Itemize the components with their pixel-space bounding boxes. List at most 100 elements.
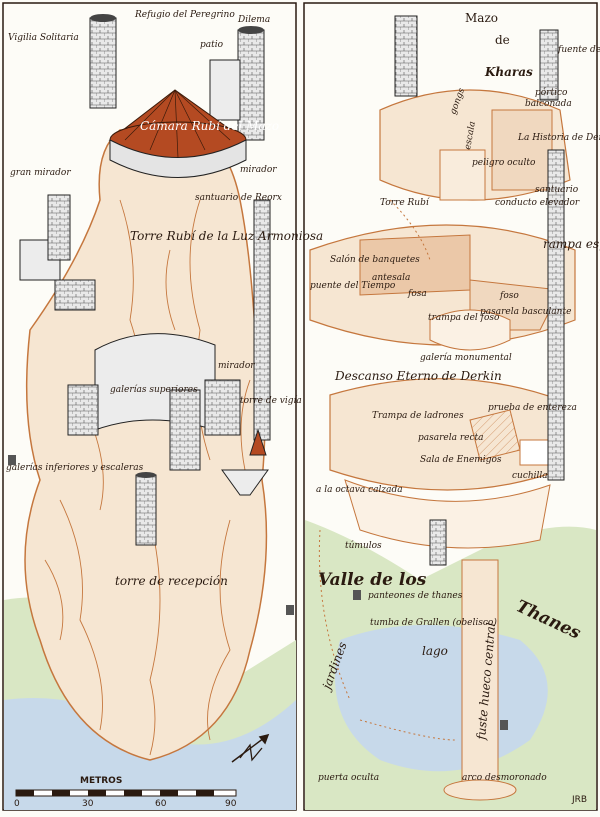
historia-room <box>491 109 553 191</box>
dilema-tower <box>237 29 265 141</box>
label-patio: patio <box>200 40 224 50</box>
label-galeria-monumental: galería monumental <box>420 352 512 363</box>
svg-text:Cámara Rubí del Mazo: Cámara Rubí del Mazo <box>140 119 279 133</box>
label-portico: pórtico <box>535 87 568 98</box>
svg-text:peligro oculto: peligro oculto <box>472 158 536 168</box>
label-puente: puente del Tiempo <box>310 281 396 291</box>
right-panel: Mazo de Kharas fuente del manantial pórt… <box>305 11 600 810</box>
svg-text:torre de vigía: torre de vigía <box>240 395 302 406</box>
label-salon: Salón de banquetes <box>330 254 420 265</box>
left-panel: Vigilia Solitaria Refugio del Peregrino … <box>4 10 323 810</box>
label-foso: foso <box>499 291 519 301</box>
svg-text:conducto elevador: conducto elevador <box>495 198 580 208</box>
scale-tick-0: 0 <box>14 799 20 809</box>
peligro-room <box>439 149 486 201</box>
svg-text:La Historia de Derkin: La Historia de Derkin <box>517 133 600 143</box>
svg-text:puerta oculta: puerta oculta <box>318 773 379 783</box>
scale-title: METROS <box>80 776 122 786</box>
label-balconada: balconada <box>525 99 572 109</box>
svg-text:prueba de entereza: prueba de entereza <box>488 403 577 413</box>
label-sala-enemigos: Sala de Enemigos <box>420 455 502 465</box>
svg-text:JRB: JRB <box>571 795 587 805</box>
svg-text:Mazo: Mazo <box>465 11 498 25</box>
right-wall-tower <box>253 199 271 441</box>
svg-text:arco desmoronado: arco desmoronado <box>462 773 547 783</box>
svg-text:torre de recepción: torre de recepción <box>115 574 228 588</box>
svg-text:Descanso Eterno de Derkin: Descanso Eterno de Derkin <box>334 369 502 383</box>
svg-text:de: de <box>495 33 510 47</box>
svg-text:Torre Rubí: Torre Rubí <box>380 197 430 208</box>
ruby-dome-ribs <box>124 89 231 159</box>
label-antesala: antesala <box>372 273 410 283</box>
vigia-spire <box>249 428 267 456</box>
label-vigilia: Vigilia Solitaria <box>8 33 79 43</box>
svg-text:pórtico: pórtico <box>535 87 568 98</box>
label-prueba: prueba de entereza <box>488 403 577 413</box>
torre-vigia <box>169 389 201 471</box>
svg-text:túmulos: túmulos <box>345 540 382 551</box>
svg-text:patio: patio <box>200 40 224 50</box>
gran-mirador-tower <box>47 194 71 261</box>
label-descanso: Descanso Eterno de Derkin <box>334 369 502 383</box>
scale-tick-2: 60 <box>155 799 167 809</box>
svg-text:Valle de los: Valle de los <box>318 570 427 590</box>
left-keep <box>54 279 96 311</box>
svg-text:lago: lago <box>422 644 448 658</box>
svg-text:fosa: fosa <box>407 289 427 299</box>
svg-text:tumba de Grallen (obelisco): tumba de Grallen (obelisco) <box>370 617 497 628</box>
svg-text:galería monumental: galería monumental <box>420 352 512 363</box>
label-torre-rubi: Torre Rubí <box>380 197 430 208</box>
cuchilla-area <box>519 439 551 466</box>
scale-tick-3: 90 <box>225 799 237 809</box>
reception-tower <box>135 474 157 546</box>
label-lago: lago <box>422 644 448 658</box>
vigilia-tower-top <box>90 14 116 22</box>
pasarela-area <box>429 309 511 351</box>
label-conducto: conducto elevador <box>495 198 580 208</box>
stray-block-2 <box>286 605 294 615</box>
label-galerias-sup: galerías superiores <box>110 384 198 395</box>
label-torre-recepcion: torre de recepción <box>115 574 228 588</box>
label-dilema: Dilema <box>237 15 270 25</box>
svg-text:escala: escala <box>463 121 478 151</box>
dilema-tower-top <box>238 26 264 34</box>
pantheon-marker <box>353 590 361 600</box>
top-left-tower <box>394 15 418 97</box>
label-santuario: santuario <box>535 185 579 195</box>
vigia-platform <box>221 469 269 496</box>
label-refugio: Refugio del Peregrino <box>134 10 235 20</box>
label-tumulos: túmulos <box>345 540 382 551</box>
svg-text:mirador: mirador <box>218 361 255 371</box>
svg-text:santuario de Reorx: santuario de Reorx <box>195 193 282 203</box>
lower-left-tower <box>429 519 447 566</box>
label-de: de <box>495 33 510 47</box>
svg-text:Refugio del Peregrino: Refugio del Peregrino <box>134 10 235 20</box>
label-trampa-foso: trampa del foso <box>428 313 500 323</box>
label-camara: Cámara Rubí del Mazo <box>140 119 279 133</box>
label-valle: Valle de los <box>318 570 427 590</box>
label-arco: arco desmoronado <box>462 773 547 783</box>
svg-text:fuente del manantial: fuente del manantial <box>557 45 600 55</box>
torre-vigia-wing <box>204 379 241 436</box>
compass-icon <box>231 733 270 763</box>
svg-text:trampa del foso: trampa del foso <box>428 313 500 323</box>
scale-tick-1: 30 <box>82 799 94 809</box>
label-tumba: tumba de Grallen (obelisco) <box>370 617 497 628</box>
dotted-path-3 <box>389 199 431 261</box>
svg-text:cuchilla: cuchilla <box>512 471 548 481</box>
galerias-block-left <box>67 384 99 436</box>
svg-text:foso: foso <box>499 291 519 301</box>
label-trampa-ladrones: Trampa de ladrones <box>372 411 464 421</box>
dotted-path-1 <box>318 529 351 701</box>
svg-text:balconada: balconada <box>525 99 572 109</box>
label-escala: escala <box>463 121 478 151</box>
label-puerta-oculta: puerta oculta <box>318 773 379 783</box>
label-octava: a la octava calzada <box>316 485 403 495</box>
label-credit: JRB <box>571 795 587 805</box>
top-right-tower <box>539 29 559 101</box>
label-santuario-reorx: santuario de Reorx <box>195 193 282 203</box>
svg-text:antesala: antesala <box>372 273 410 283</box>
label-gran-mirador: gran mirador <box>10 168 71 178</box>
svg-text:pasarela basculante: pasarela basculante <box>480 307 571 317</box>
